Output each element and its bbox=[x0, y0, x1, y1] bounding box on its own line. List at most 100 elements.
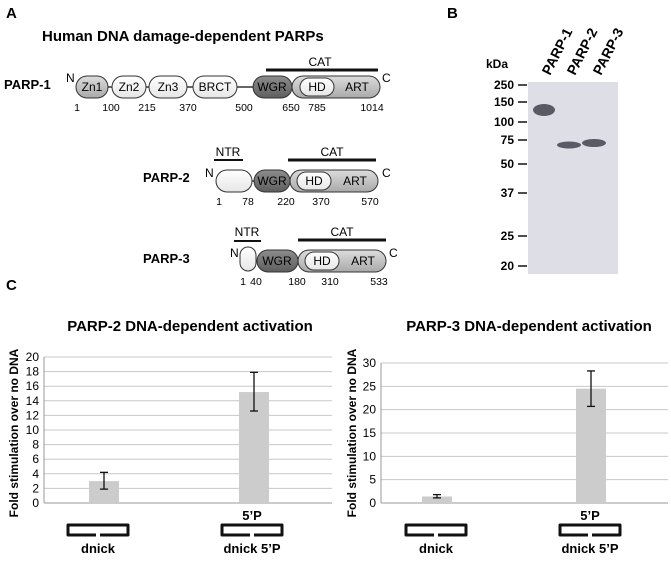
chart1-dna-nick-5p-icon bbox=[220, 523, 284, 537]
parp1-art-label: ART bbox=[345, 80, 369, 94]
parp2-diagram: PARP-2 NTR CAT N C WGR HD ART 1 78 220 3… bbox=[143, 145, 391, 208]
panel-letter-c: C bbox=[6, 277, 17, 294]
parp3-res-4: 310 bbox=[321, 276, 339, 288]
chart1-y-tick-label: 6 bbox=[32, 452, 39, 466]
parp1-hd-domain bbox=[299, 77, 335, 97]
chart2-category-label-2: dnick 5’P bbox=[561, 541, 618, 556]
parp3-n-terminus: N bbox=[230, 246, 239, 260]
parp3-activation-chart: PARP-3 DNA-dependent activation Fold sti… bbox=[345, 318, 668, 556]
panel-letter-a: A bbox=[6, 5, 17, 22]
chart1-category-label-2: dnick 5’P bbox=[223, 541, 280, 556]
chart2-y-tick-label: 30 bbox=[363, 356, 377, 370]
chart1-y-axis-label: Fold stimulation over no DNA bbox=[7, 348, 21, 517]
parp3-ntr-domain bbox=[239, 246, 257, 272]
gel-band-parp3 bbox=[582, 139, 606, 147]
parp1-zn1-domain bbox=[75, 75, 109, 99]
chart1-dna-nick-icon bbox=[66, 523, 130, 537]
chart1-y-tick-label: 12 bbox=[26, 408, 40, 422]
parp1-zn1-label: Zn1 bbox=[82, 80, 103, 94]
parp1-res-1: 1 bbox=[74, 102, 80, 114]
chart1-y-tick-label: 20 bbox=[26, 350, 40, 364]
parp3-hd-label: HD bbox=[313, 254, 331, 268]
gel-marker-50: 50 bbox=[501, 157, 515, 171]
chart2-dna-nick-5p-icon bbox=[558, 523, 622, 537]
chart2-bar-1 bbox=[422, 496, 452, 503]
parp1-res-7: 785 bbox=[308, 102, 326, 114]
parp1-hd-label: HD bbox=[308, 80, 326, 94]
gel-band-parp2 bbox=[557, 141, 581, 149]
parp1-res-5: 500 bbox=[235, 102, 253, 114]
parp3-art-label: ART bbox=[351, 254, 375, 268]
chart2-gridlines bbox=[381, 362, 668, 504]
panel-letter-b: B bbox=[447, 5, 458, 22]
parp1-n-terminus: N bbox=[66, 71, 75, 85]
chart1-5p-label: 5’P bbox=[242, 508, 262, 523]
chart2-y-tick-label: 10 bbox=[363, 449, 377, 463]
gel-marker-37: 37 bbox=[501, 186, 515, 200]
parp1-res-2: 100 bbox=[102, 102, 120, 114]
chart1-y-tick-label: 10 bbox=[26, 423, 40, 437]
chart1-y-tick-label: 2 bbox=[32, 481, 39, 495]
parp1-brct-domain bbox=[192, 75, 238, 99]
parp2-ntr-domain bbox=[215, 169, 253, 193]
parp2-res-5: 570 bbox=[361, 196, 379, 208]
gel-marker-250: 250 bbox=[494, 78, 514, 92]
parp2-hd-domain bbox=[296, 171, 332, 191]
parp1-diagram: PARP-1 N C CAT Zn1 Zn2 Zn3 BRCT WGR HD A… bbox=[4, 55, 391, 114]
chart1-error-bar-2 bbox=[250, 371, 258, 412]
chart2-y-tick-label: 0 bbox=[369, 496, 376, 510]
chart1-error-bar-1 bbox=[100, 471, 108, 490]
parp2-res-1: 1 bbox=[216, 196, 222, 208]
chart2-dna-nick-icon bbox=[404, 523, 468, 537]
chart1-y-tick-label: 4 bbox=[32, 467, 39, 481]
parp3-wgr-label: WGR bbox=[262, 254, 292, 268]
chart2-y-tick-label: 15 bbox=[363, 426, 377, 440]
parp3-cat-label: CAT bbox=[330, 225, 354, 239]
parp2-wgr-label: WGR bbox=[257, 174, 287, 188]
chart1-category-label-1: dnick bbox=[81, 541, 116, 556]
chart2-error-bar-2 bbox=[587, 370, 595, 408]
chart2-category-label-1: dnick bbox=[419, 541, 454, 556]
parp3-ntr-label: NTR bbox=[235, 225, 260, 239]
parp1-res-8: 1014 bbox=[360, 102, 384, 114]
parp1-label: PARP-1 bbox=[4, 77, 51, 92]
parp2-activation-chart: PARP-2 DNA-dependent activation Fold sti… bbox=[7, 318, 332, 556]
chart1-bars bbox=[89, 371, 269, 503]
chart1-y-tick-label: 0 bbox=[32, 496, 39, 510]
chart2-y-tick-label: 20 bbox=[363, 403, 377, 417]
gel-marker-150: 150 bbox=[494, 95, 514, 109]
parp1-zn2-label: Zn2 bbox=[119, 80, 140, 94]
parp1-zn3-label: Zn3 bbox=[158, 80, 179, 94]
parp1-res-3: 215 bbox=[138, 102, 156, 114]
chart1-bar-1 bbox=[89, 481, 119, 503]
chart1-y-tick-label: 18 bbox=[26, 365, 40, 379]
parp2-c-terminus: C bbox=[382, 166, 391, 180]
parp2-art-label: ART bbox=[343, 174, 367, 188]
parp2-res-4: 370 bbox=[312, 196, 330, 208]
parp1-zn3-domain bbox=[148, 75, 188, 99]
gel-marker-75: 75 bbox=[501, 133, 515, 147]
parp2-ntr-label: NTR bbox=[216, 145, 241, 159]
gel-marker-25: 25 bbox=[501, 229, 515, 243]
parp2-hd-label: HD bbox=[305, 174, 323, 188]
parp2-label: PARP-2 bbox=[143, 170, 190, 185]
parp3-res-5: 533 bbox=[370, 276, 388, 288]
parp3-label: PARP-3 bbox=[143, 251, 190, 266]
parp1-zn2-domain bbox=[111, 75, 147, 99]
chart2-bars bbox=[422, 370, 606, 503]
parp2-res-2: 78 bbox=[242, 196, 254, 208]
chart1-y-tick-label: 8 bbox=[32, 438, 39, 452]
parp2-n-terminus: N bbox=[205, 166, 214, 180]
parp1-res-6: 650 bbox=[282, 102, 300, 114]
panel-a-title: Human DNA damage-dependent PARPs bbox=[42, 28, 324, 45]
chart1-gridlines bbox=[44, 356, 332, 504]
chart2-5p-label: 5’P bbox=[580, 508, 600, 523]
gel-marker-100: 100 bbox=[494, 115, 514, 129]
parp2-res-3: 220 bbox=[277, 196, 295, 208]
parp1-cat-label: CAT bbox=[308, 55, 332, 69]
parp3-res-1: 1 bbox=[240, 276, 246, 288]
